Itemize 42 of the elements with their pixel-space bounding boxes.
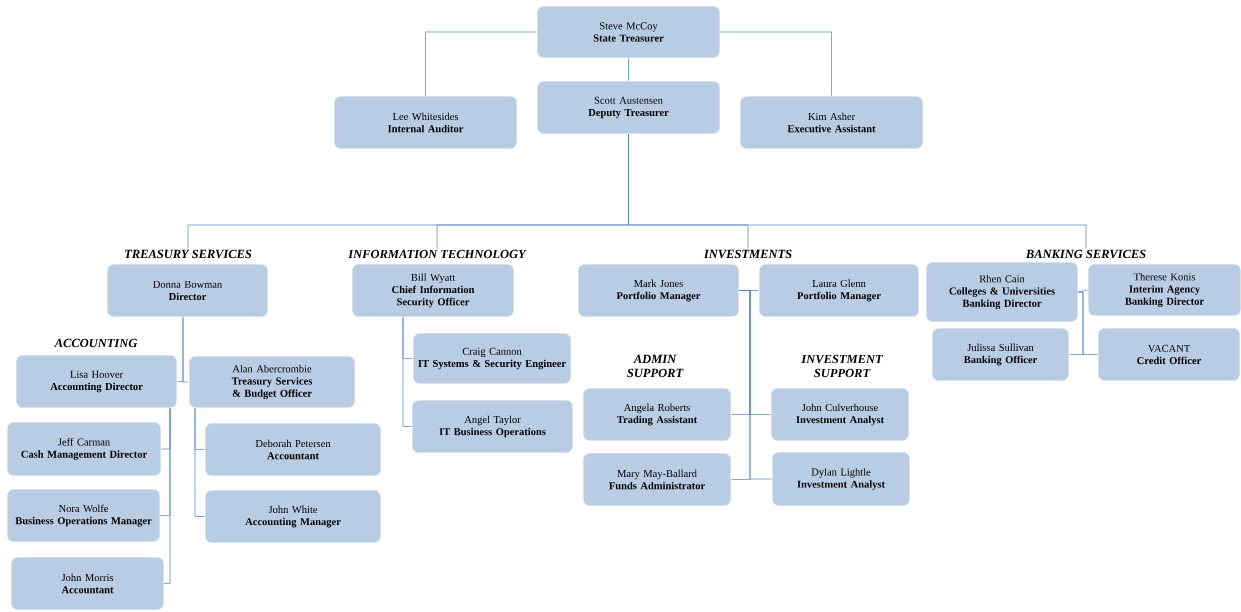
- person-box: Mary May-Ballard Funds Administrator: [582, 452, 732, 507]
- person-box: Scott Austensen Deputy Treasurer: [536, 80, 721, 135]
- section-heading: TREASURY SERVICES: [125, 249, 252, 259]
- section-heading: INFORMATION TECHNOLOGY: [348, 249, 527, 259]
- person-box: Angela Roberts Trading Assistant: [582, 387, 732, 442]
- person-box: Lee Whitesides Internal Auditor: [333, 95, 518, 150]
- person-box: John Morris Accountant: [10, 556, 165, 611]
- connector-line: [628, 58, 629, 81]
- person-box: John Culverhouse Investment Analyst: [770, 387, 910, 442]
- person-box: Steve McCoy State Treasurer: [536, 5, 721, 59]
- connector-line: [182, 317, 189, 383]
- connector-line: [402, 317, 412, 427]
- person-box: Laura Glenn Portfolio Manager: [758, 263, 920, 318]
- person-box: Therese Konis Interim Agency Banking Director: [1087, 263, 1241, 317]
- connector-line: [1078, 291, 1098, 355]
- person-box: Deborah Petersen Accountant: [204, 422, 382, 477]
- group-heading: ACCOUNTING: [54, 338, 138, 348]
- section-heading: INVESTMENTS: [703, 249, 792, 259]
- person-box: Julissa Sullivan Banking Officer: [931, 327, 1070, 382]
- section-heading: BANKING SERVICES: [1025, 249, 1146, 259]
- person-box: Angel Taylor IT Business Operations: [411, 399, 574, 454]
- connector-line: [164, 408, 171, 584]
- person-box: Lisa Hoover Accounting Director: [15, 354, 178, 409]
- connector-line: [720, 31, 832, 96]
- person-box: Mark Jones Portfolio Manager: [577, 263, 740, 318]
- person-box: Nora Wolfe Business Operations Manager: [6, 488, 161, 543]
- person-box: Kim Asher Executive Assistant: [739, 95, 924, 150]
- person-box: Dylan Lightle Investment Analyst: [771, 451, 911, 507]
- person-box: Alan Abercrombie Treasury Services & Budget Officer: [188, 355, 356, 409]
- group-heading: ADMIN SUPPORT: [627, 354, 684, 378]
- connector-line: [425, 31, 537, 96]
- connector-line: [628, 134, 1087, 249]
- connector-line: [194, 408, 205, 517]
- person-box: John White Accounting Manager: [204, 489, 382, 544]
- person-box: Bill Wyatt Chief Information Security Officer: [351, 263, 515, 318]
- person-box: VACANT Credit Officer: [1097, 327, 1241, 382]
- connector-line: [739, 290, 772, 480]
- person-box: Donna Bowman Director: [106, 263, 269, 318]
- person-box: Craig Cannon IT Systems & Security Engineer: [412, 332, 572, 385]
- group-heading: INVESTMENT SUPPORT: [801, 354, 884, 378]
- person-box: Jeff Carman Cash Management Director: [6, 421, 162, 477]
- person-box: Rhen Cain Colleges & Universities Banking Director: [925, 261, 1079, 323]
